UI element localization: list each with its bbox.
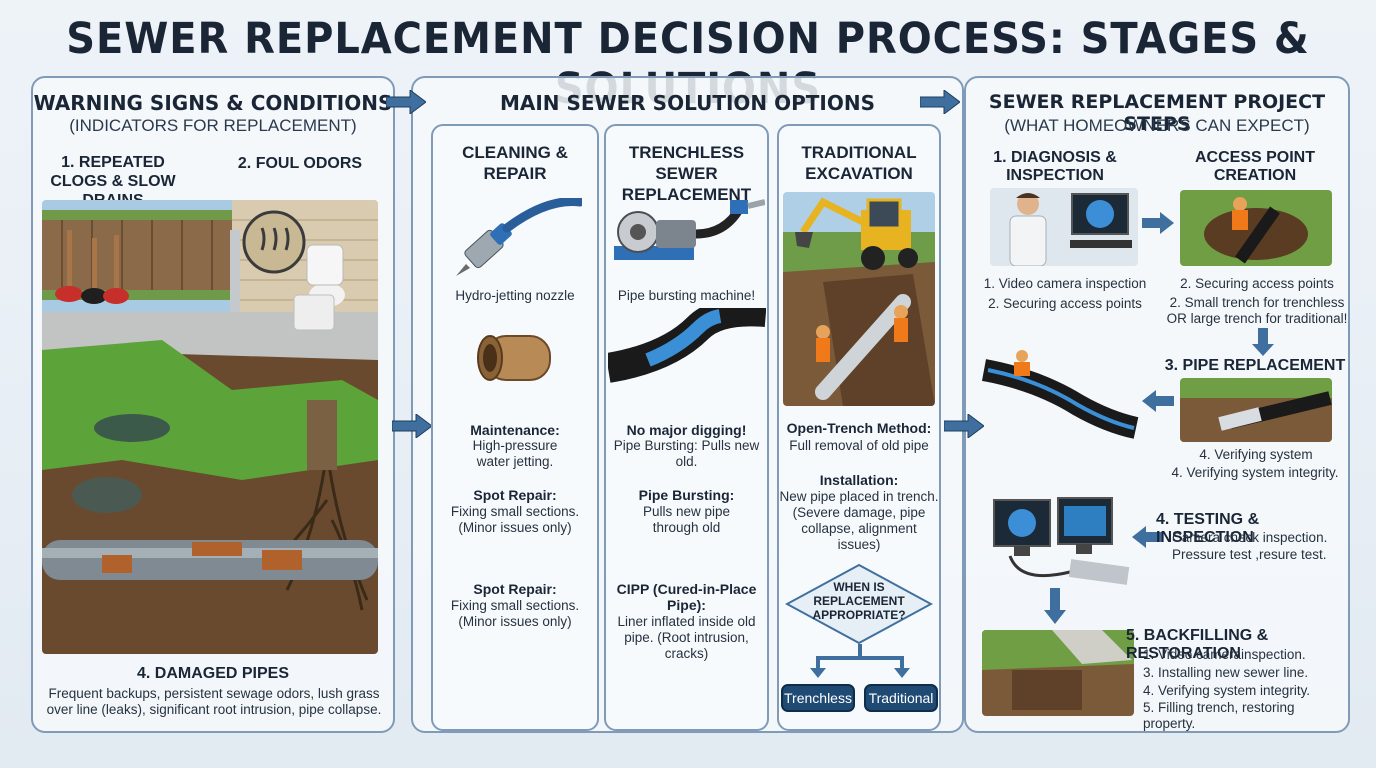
maintenance-text: High-pressure water jetting. [472, 438, 558, 469]
step2-title: ACCESS POINT CREATION [1194, 149, 1315, 184]
arrow-left-icon [1132, 526, 1162, 548]
step1-line2: 2. Securing access points [988, 296, 1142, 311]
yard-cross-section-illustration [42, 200, 378, 654]
pipe-bursting-text: Pulls new pipe through old [642, 504, 731, 535]
pipe-segment-icon [477, 335, 551, 381]
step1-title: 1. DIAGNOSIS & INSPECTION [993, 149, 1117, 184]
step5-title: 5. BACKFILLING & RESTORATION [1126, 627, 1269, 662]
arrow-right-icon [1142, 212, 1174, 234]
arrow-down-icon [1044, 588, 1066, 624]
arrow-right-icon [920, 90, 960, 114]
pipe-replacement-illustration [981, 350, 1139, 439]
spot-repair-text-2: Fixing small sections. (Minor issues onl… [450, 598, 580, 629]
step3-line1: 4. Verifying system [1199, 447, 1313, 462]
arrow-right-icon [386, 90, 426, 114]
installation-text: New pipe placed in trench. (Severe damag… [779, 489, 939, 552]
hydro-jetting-caption: Hydro-jetting nozzle [455, 288, 575, 303]
step4-title: 4. TESTING & INSPECTION [1156, 511, 1260, 546]
pipe-liner-icon [608, 308, 766, 383]
arrow-right-icon [944, 414, 984, 438]
steps-subheading: (WHAT HOMEOWNERS CAN EXPECT) [1004, 116, 1310, 135]
pipe-bursting-title: Pipe Bursting: [638, 487, 735, 503]
traditional-button[interactable]: Traditional [864, 684, 938, 712]
open-trench-title: Open-Trench Method: [786, 420, 932, 436]
access-point-illustration [1180, 190, 1332, 266]
step3-line2: 4. Verifying system integrity. [1171, 465, 1339, 480]
step2-line2: 2. Small trench for trenchless OR large … [1166, 295, 1348, 326]
step5-line4: 5. Filling trench, restoring property. [1143, 700, 1295, 731]
options-heading: MAIN SEWER SOLUTION OPTIONS [499, 91, 876, 115]
step3-title: 3. PIPE REPLACEMENT [1164, 357, 1346, 374]
cipp-title: CIPP (Cured-in-Place Pipe): [616, 581, 757, 613]
sign-damaged-pipes: 4. DAMAGED PIPES [136, 665, 290, 682]
decision-diamond [785, 563, 933, 645]
step4-line1: Camera check inspection. [1172, 530, 1328, 545]
decision-split-arrows-icon [810, 644, 910, 678]
step4-line2: Pressure test ,resure test. [1172, 547, 1327, 562]
decision-question: WHEN IS REPLACEMENT APPROPRIATE? [812, 580, 906, 622]
pipe-bursting-machine-icon [614, 199, 765, 260]
hydro-jetting-nozzle-icon [456, 198, 582, 276]
testing-monitor-illustration [993, 497, 1130, 585]
sign-odors: 2. FOUL ODORS [237, 155, 363, 172]
pipe-bursting-caption: Pipe bursting machine! [617, 288, 756, 303]
open-trench-text: Full removal of old pipe [789, 438, 929, 453]
arrow-right-icon [392, 414, 432, 438]
maintenance-title: Maintenance: [470, 422, 560, 438]
spot-repair-title-1: Spot Repair: [473, 487, 557, 503]
steps-heading: SEWER REPLACEMENT PROJECT STEPS [988, 91, 1326, 135]
warning-heading: WARNING SIGNS & CONDITIONS [33, 91, 393, 115]
step2-line1: 2. Securing access points [1180, 276, 1334, 291]
no-digging-text: Pipe Bursting: Pulls new old. [613, 438, 760, 469]
restoration-illustration [982, 630, 1134, 716]
trenchless-button[interactable]: Trenchless [781, 684, 855, 712]
cleaning-title: CLEANING & REPAIR [462, 143, 568, 183]
step5-line2: 3. Installing new sewer line. [1143, 665, 1309, 680]
spot-repair-text-1: Fixing small sections. (Minor issues onl… [450, 504, 580, 535]
excavation-illustration [783, 192, 935, 406]
arrow-left-icon [1142, 390, 1174, 412]
trenchless-title: TRENCHLESS SEWER REPLACEMENT [621, 143, 752, 204]
warning-summary: Frequent backups, persistent sewage odor… [46, 686, 382, 717]
cipp-text: Liner inflated inside old pipe. (Root in… [617, 614, 756, 661]
new-pipe-illustration [1180, 378, 1332, 442]
arrow-down-icon [1252, 328, 1274, 356]
no-digging-title: No major digging! [626, 422, 747, 438]
step5-line1: 1. Video camerainspection. [1143, 647, 1306, 662]
traditional-title: TRADITIONAL EXCAVATION [801, 143, 917, 183]
warning-subheading: (INDICATORS FOR REPLACEMENT) [69, 116, 357, 135]
installation-title: Installation: [819, 472, 899, 488]
spot-repair-title-2: Spot Repair: [473, 581, 557, 597]
step5-line3: 4. Verifying system integrity. [1143, 683, 1311, 698]
camera-inspection-illustration [990, 188, 1138, 266]
step1-line1: 1. Video camera inspection [983, 276, 1147, 291]
